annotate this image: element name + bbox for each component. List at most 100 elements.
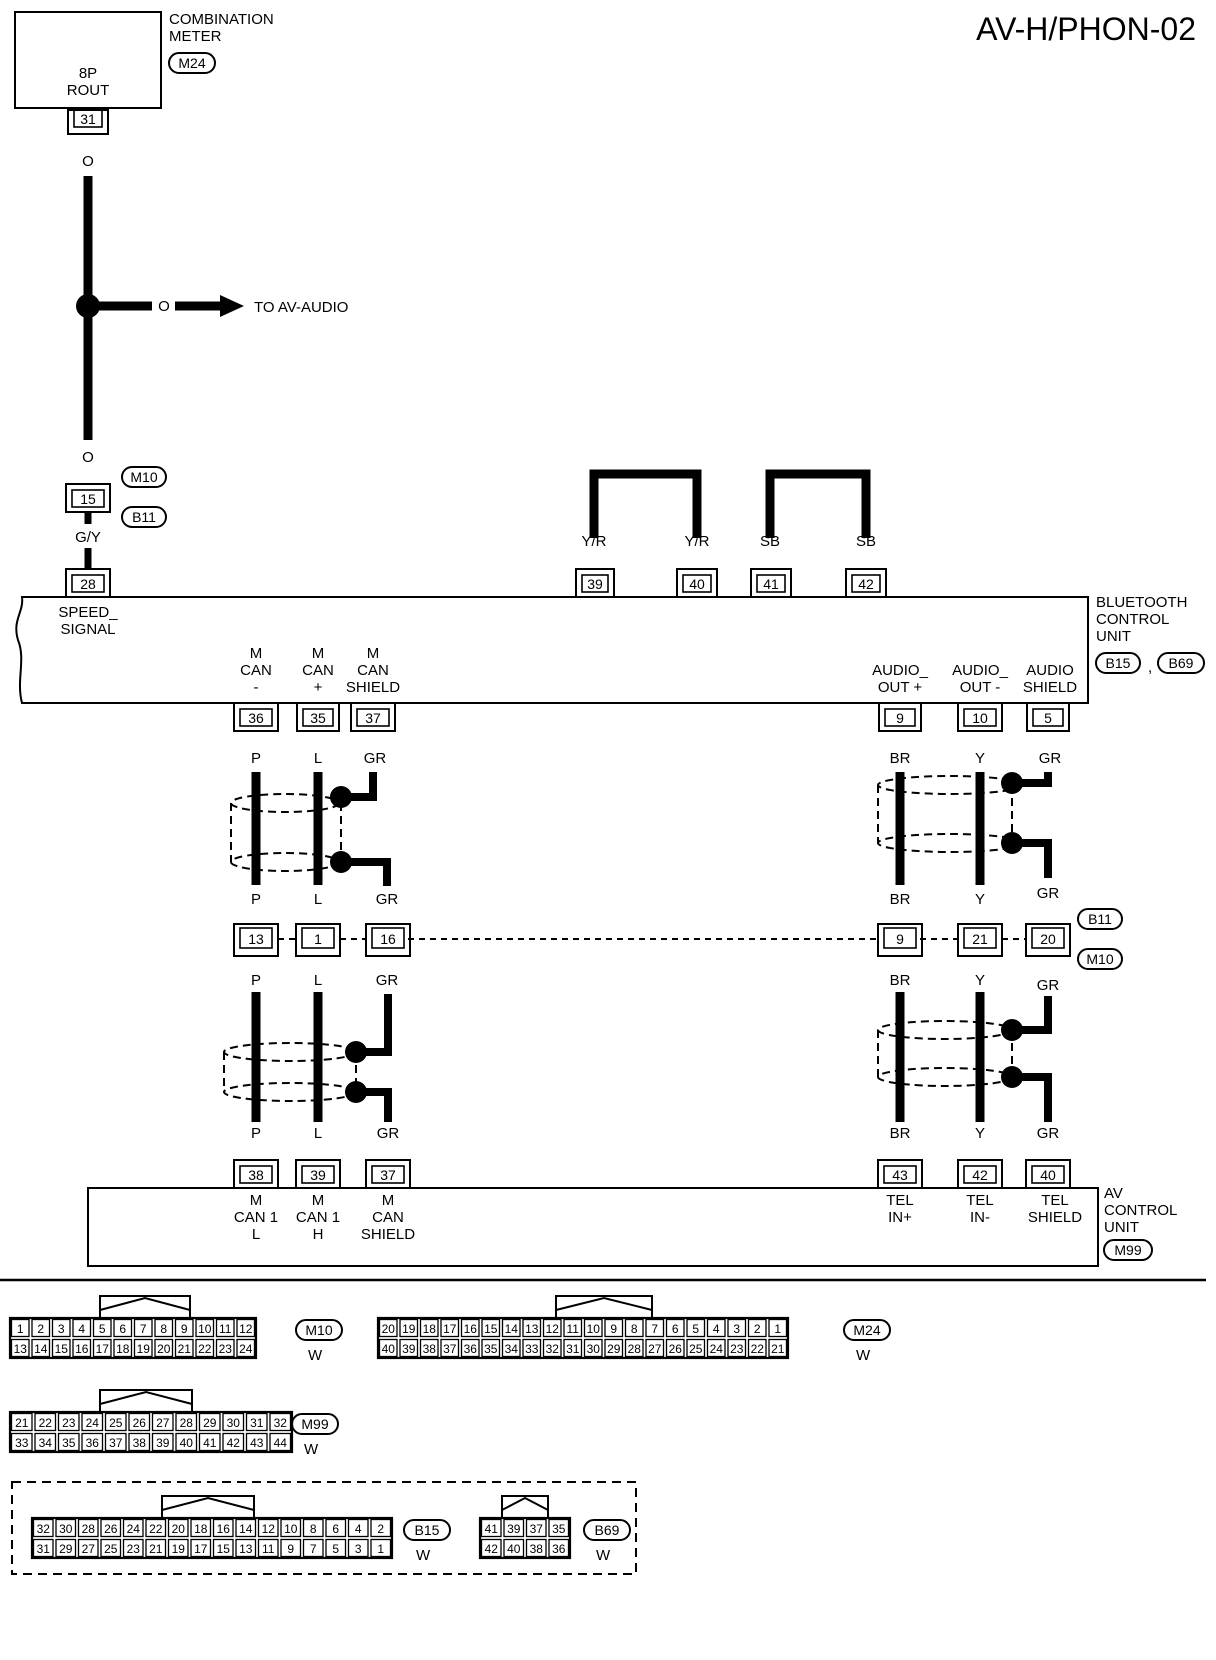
connector-pin-28: 28 bbox=[65, 568, 111, 598]
b-harness-enclosure bbox=[11, 1481, 637, 1575]
pin-number: 4 bbox=[713, 1322, 720, 1336]
pin-number: 14 bbox=[239, 1522, 253, 1536]
wire-color-p-2: P bbox=[251, 891, 261, 908]
joint-pin-16-label: 16 bbox=[380, 931, 396, 947]
connector-tag-m10-b-text: M10 bbox=[1086, 951, 1113, 967]
pin-cell bbox=[128, 1412, 151, 1432]
av-pin42-label-1: TEL bbox=[966, 1192, 994, 1209]
pin-number: 29 bbox=[607, 1342, 621, 1356]
pin-cell bbox=[212, 1538, 234, 1558]
connector-tag-text: M24 bbox=[853, 1322, 880, 1338]
pin-cell bbox=[768, 1338, 788, 1358]
pin-cell bbox=[542, 1318, 562, 1338]
pin-cell bbox=[32, 1518, 54, 1538]
pin-cell bbox=[122, 1518, 144, 1538]
pin-number: 10 bbox=[587, 1322, 601, 1336]
wire-color-y-1: Y bbox=[975, 750, 985, 767]
av-pin43-label-2: IN+ bbox=[888, 1209, 912, 1226]
wire-color-y-3: Y bbox=[975, 972, 985, 989]
pin-cell bbox=[440, 1318, 460, 1338]
pin-31-label: 31 bbox=[80, 111, 96, 127]
pin-number: 1 bbox=[377, 1542, 384, 1556]
av-pin38-label-1: M bbox=[250, 1192, 263, 1209]
pin-cell bbox=[128, 1432, 151, 1452]
pin-number: 38 bbox=[530, 1542, 544, 1556]
pin-number: 35 bbox=[62, 1436, 76, 1450]
connector-pin-36: 36 bbox=[233, 702, 279, 732]
pin-cell bbox=[503, 1518, 525, 1538]
pin-cell bbox=[55, 1518, 77, 1538]
connector-tag-text: M10 bbox=[305, 1322, 332, 1338]
av-pin-37-label: 37 bbox=[380, 1167, 396, 1183]
pin-number: 5 bbox=[692, 1322, 699, 1336]
av-pin-43: 43 bbox=[877, 1159, 923, 1189]
pin-number: 17 bbox=[96, 1342, 110, 1356]
pin-number: 41 bbox=[203, 1436, 217, 1450]
av-pin-37: 37 bbox=[365, 1159, 411, 1189]
connector-latch-mark-m10 bbox=[99, 1296, 191, 1311]
pin-number: 14 bbox=[34, 1342, 48, 1356]
bt-pin35-label-3: + bbox=[314, 679, 323, 696]
pin-number: 30 bbox=[227, 1416, 241, 1430]
pin-number: 21 bbox=[771, 1342, 785, 1356]
pin-cell bbox=[563, 1338, 583, 1358]
pin-cell bbox=[151, 1412, 174, 1432]
connector-color-label: W bbox=[308, 1347, 323, 1364]
pin-cell bbox=[245, 1432, 268, 1452]
pin-cell bbox=[215, 1338, 235, 1358]
av-pin-40: 40 bbox=[1025, 1159, 1071, 1189]
pin-cell bbox=[154, 1338, 174, 1358]
pin-number: 10 bbox=[284, 1522, 298, 1536]
pin-number: 44 bbox=[274, 1436, 288, 1450]
pin-cell bbox=[370, 1538, 392, 1558]
pin-cell bbox=[10, 1412, 33, 1432]
av-control-unit-box bbox=[87, 1187, 1099, 1267]
pin-number: 30 bbox=[59, 1522, 73, 1536]
pin-cell bbox=[174, 1318, 194, 1338]
pin-cell bbox=[440, 1338, 460, 1358]
pin-cell bbox=[167, 1518, 189, 1538]
wire-color-o-1: O bbox=[82, 153, 94, 170]
av-pin37-label-2: CAN bbox=[372, 1209, 404, 1226]
pin-number: 17 bbox=[194, 1542, 208, 1556]
connector-tag bbox=[291, 1413, 339, 1435]
joint-connector-15: 15 bbox=[65, 483, 111, 513]
pin-number: 12 bbox=[262, 1522, 276, 1536]
combination-meter-label-1: COMBINATION bbox=[169, 11, 274, 28]
pin-36-label: 36 bbox=[248, 710, 264, 726]
pin-number: 3 bbox=[733, 1322, 740, 1336]
joint-pin-13-label: 13 bbox=[248, 931, 264, 947]
pin-number: 35 bbox=[484, 1342, 498, 1356]
shielded-pair-lower-right bbox=[877, 992, 1052, 1122]
connector-latch-mark-m24 bbox=[555, 1296, 653, 1311]
pin-number: 13 bbox=[239, 1542, 253, 1556]
pin-cell bbox=[10, 1338, 30, 1358]
pin-cell bbox=[480, 1538, 502, 1558]
pin-15-label: 15 bbox=[80, 491, 96, 507]
pin-number: 25 bbox=[689, 1342, 703, 1356]
pin-number: 3 bbox=[58, 1322, 65, 1336]
pin-5-bt-label: 5 bbox=[1044, 710, 1052, 726]
pin-cell bbox=[525, 1518, 547, 1538]
pin-cell bbox=[122, 1538, 144, 1558]
pin-cell bbox=[113, 1318, 133, 1338]
pin-number: 9 bbox=[287, 1542, 294, 1556]
pin-cell bbox=[747, 1318, 767, 1338]
pin-cell bbox=[378, 1338, 398, 1358]
connector-tag-b11-b bbox=[1077, 908, 1123, 930]
connector-tag bbox=[295, 1319, 343, 1341]
pin-number: 29 bbox=[59, 1542, 73, 1556]
pin-cell bbox=[55, 1538, 77, 1558]
combination-meter-box bbox=[14, 11, 162, 109]
pin-number: 32 bbox=[37, 1522, 51, 1536]
pin-cell bbox=[190, 1518, 212, 1538]
pin-cell bbox=[347, 1518, 369, 1538]
bluetooth-control-unit-box bbox=[15, 596, 1089, 704]
pin-number: 16 bbox=[75, 1342, 89, 1356]
bt-pin36-label-1: M bbox=[250, 645, 263, 662]
shielded-pair-upper-left bbox=[230, 772, 391, 886]
pin-number: 18 bbox=[116, 1342, 130, 1356]
